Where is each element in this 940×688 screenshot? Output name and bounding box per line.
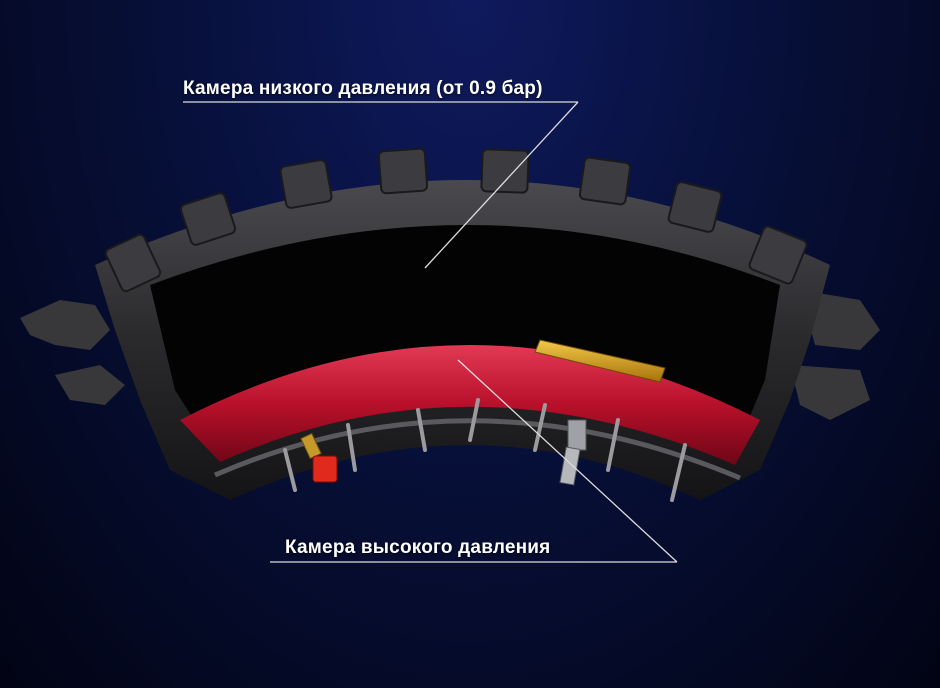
- metal-valve: [559, 419, 587, 486]
- leader-pointer-low: [424, 101, 579, 269]
- rim-strip-segment: [534, 339, 666, 383]
- tire-torn-edge-right: [790, 290, 880, 420]
- high-pressure-tube: [180, 345, 760, 465]
- tire-torn-edge-left: [20, 300, 125, 405]
- leader-pointer-high: [457, 359, 678, 563]
- high-pressure-chamber-label: Камера высокого давления: [285, 537, 551, 558]
- leader-lines: [183, 101, 678, 563]
- spoke-nipples: [283, 398, 687, 502]
- tread-knobs: [104, 147, 808, 293]
- low-pressure-chamber-label: Камера низкого давления (от 0.9 бар): [183, 78, 543, 99]
- red-valve: [300, 432, 338, 483]
